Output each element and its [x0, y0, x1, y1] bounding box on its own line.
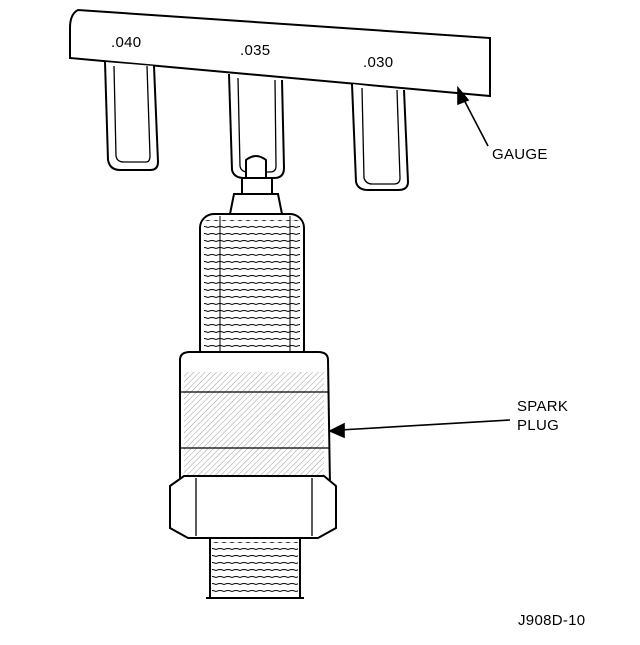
insulator-nose: [228, 193, 284, 215]
hex-nut: [169, 475, 337, 539]
spark-plug-label-line1: SPARK: [517, 398, 569, 415]
gauge-leader: [457, 85, 489, 147]
spark-plug-leader: [328, 419, 511, 439]
ground-electrode: [241, 177, 273, 195]
gauge-leaf-030: [351, 83, 410, 191]
center-electrode: [245, 155, 267, 179]
spark-plug: [169, 155, 337, 599]
spark-plug-label-line2: PLUG: [517, 417, 560, 434]
figure-id: J908D-10: [518, 612, 586, 629]
gauge-label: GAUGE: [492, 146, 548, 163]
gauge-size-label-030: .030: [363, 54, 394, 71]
gauge-size-label-040: .040: [111, 34, 142, 51]
gauge-body: [69, 8, 491, 98]
gauge-size-label-035: .035: [240, 42, 271, 59]
gauge-leaf-040: [104, 61, 160, 171]
